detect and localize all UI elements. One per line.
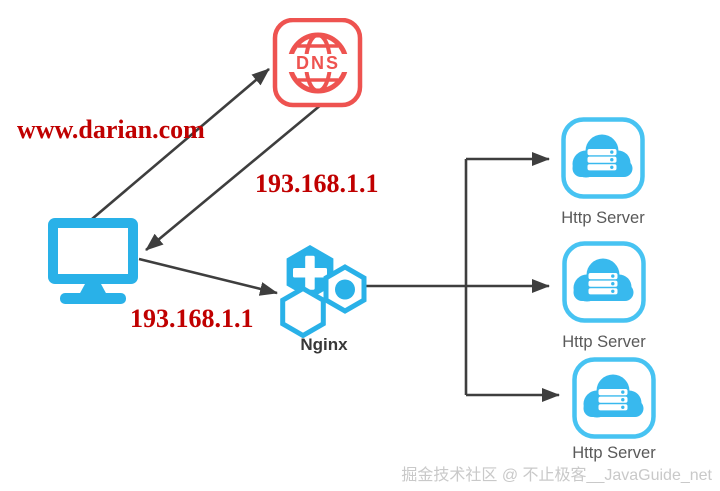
monitor-icon	[48, 218, 138, 304]
arrow-dns-to-client	[145, 102, 323, 252]
http-server-label-1: Http Server	[561, 209, 645, 227]
http-server-node-2	[562, 241, 646, 328]
request-ip-label: 193.168.1.1	[130, 304, 254, 333]
http-server-node-3	[572, 357, 656, 444]
nginx-label: Nginx	[300, 335, 348, 354]
dns-logo-text: DNS	[296, 53, 340, 73]
watermark: 掘金技术社区 @ 不止极客__JavaGuide_net	[401, 467, 712, 484]
cloud-server-icon	[572, 357, 656, 439]
cloud-server-icon	[562, 241, 646, 323]
domain-label: www.darian.com	[17, 115, 205, 144]
client-computer-node	[40, 214, 146, 311]
http-server-node-1	[561, 117, 645, 204]
dns-response-ip-label: 193.168.1.1	[255, 169, 379, 198]
nginx-node	[276, 242, 372, 343]
arrow-client-to-dns	[91, 68, 270, 220]
cloud-server-icon	[561, 117, 645, 199]
dns-globe-icon: DNS	[272, 17, 363, 108]
dns-node: DNS	[272, 17, 364, 115]
http-server-label-3: Http Server	[572, 444, 656, 462]
arrow-client-to-nginx	[138, 257, 278, 296]
nginx-hexagons-icon	[280, 245, 367, 339]
http-server-label-2: Http Server	[562, 333, 646, 351]
